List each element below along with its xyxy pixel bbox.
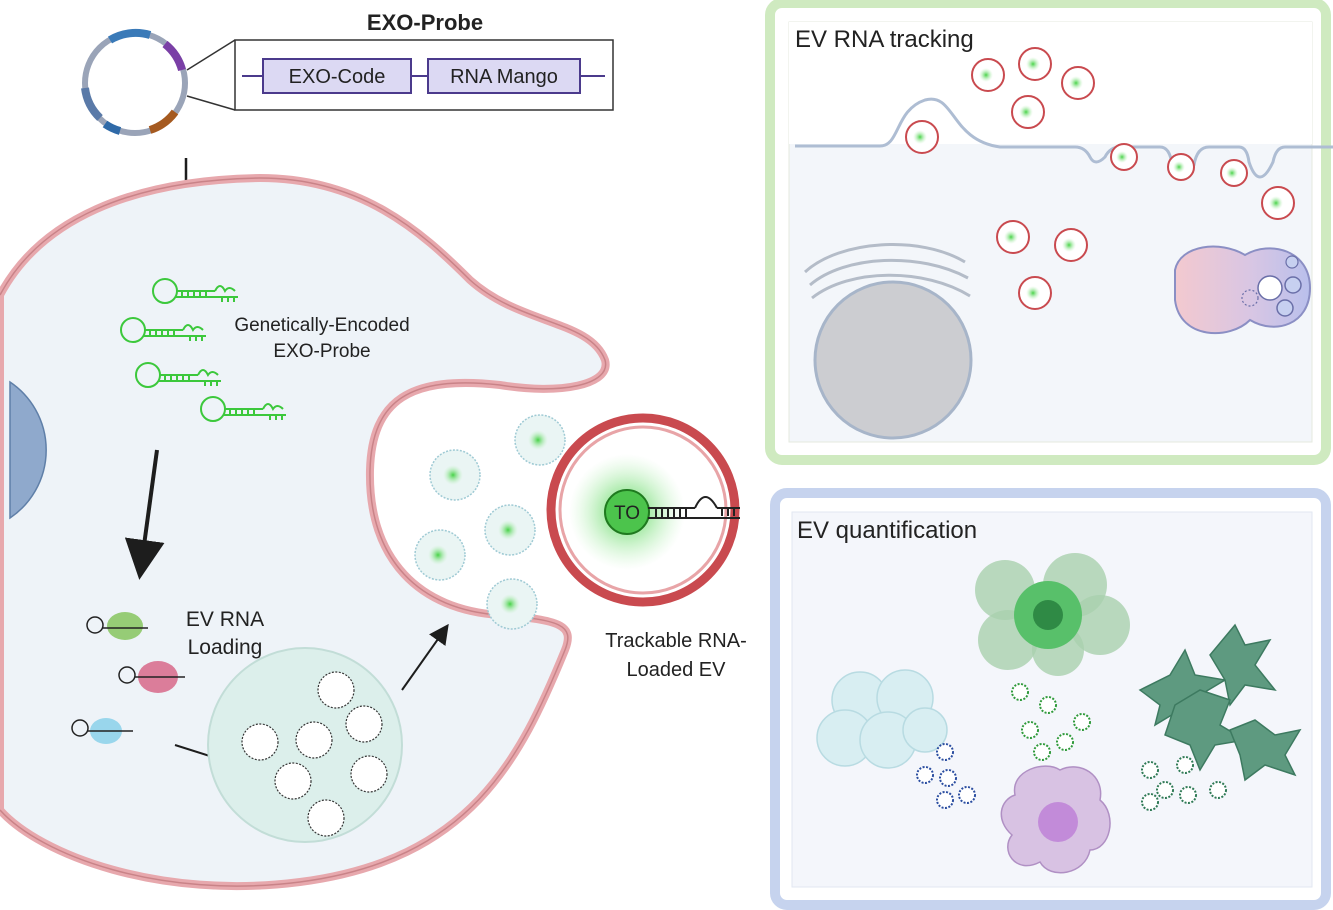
ev-cluster-green (1011, 683, 1091, 761)
ev-probe-rna (648, 496, 740, 519)
recipient-nucleus (813, 280, 973, 440)
to-label: TO (614, 503, 640, 524)
released-evs (414, 414, 566, 630)
ev-cluster-blue (916, 743, 976, 809)
rbp-green (86, 612, 148, 640)
rna-mango-label: RNA Mango (450, 66, 558, 88)
cell-type-purple-amoeboid (1000, 765, 1111, 874)
recipient-membrane (795, 97, 1333, 179)
arrow-to-release (401, 623, 449, 691)
exo-probe-rna-cluster (120, 278, 286, 422)
probe-rna-3 (135, 362, 221, 388)
trackable-ev: TO (546, 413, 740, 607)
nucleus (9, 380, 47, 520)
producer-cell: Genetically-Encoded EXO-Probe EV RNA Loa… (0, 173, 610, 891)
panel-ev-quantification: EV quantification (770, 488, 1331, 910)
cell-type-green-colony (975, 553, 1130, 676)
multivesicular-body (207, 647, 403, 843)
trackable-ev-label-line1: Trackable RNA- (605, 630, 747, 652)
ev-cluster-dark-green (1141, 756, 1227, 811)
cell-membrane-outline (0, 177, 607, 887)
rbp-pink (118, 661, 185, 693)
plasmid-diagram (81, 28, 236, 136)
zoom-line-top (186, 39, 236, 71)
panel-ev-rna-tracking: EV RNA tracking (765, 0, 1333, 465)
plasmid-segment-brown (148, 109, 179, 134)
exo-code-label: EXO-Code (289, 66, 386, 88)
rbp-blue (71, 718, 133, 744)
plasmid-segment-navy (102, 120, 122, 135)
rna-mango-segment (427, 58, 581, 94)
plasmid-segment-slate (81, 87, 103, 121)
trackable-ev-label-line2: Loaded EV (627, 659, 727, 681)
cell-type-dark-green-spiky (1138, 623, 1302, 782)
probe-label-line1: Genetically-Encoded (234, 315, 409, 336)
endosome-lysosome (1174, 245, 1312, 334)
exo-probe-title: EXO-Probe (367, 10, 483, 35)
tracking-panel-title: EV RNA tracking (795, 26, 974, 53)
exo-code-segment (262, 58, 412, 94)
golgi-apparatus (803, 243, 971, 300)
loading-label-line2: Loading (188, 636, 263, 659)
quantification-panel-title: EV quantification (797, 517, 977, 544)
plasmid-segment-purple (162, 40, 186, 72)
exo-probe-construct: EXO-Probe EXO-Code RNA Mango (234, 10, 614, 111)
plasmid-segment-blue (107, 28, 152, 44)
probe-rna-1 (152, 278, 238, 304)
cell-type-teal-cluster (816, 669, 948, 769)
loading-label-line1: EV RNA (186, 608, 264, 631)
probe-rna-2 (120, 317, 206, 343)
arrow-to-loading (124, 449, 165, 580)
probe-rna-4 (200, 396, 286, 422)
probe-label-line2: EXO-Probe (273, 341, 370, 362)
thiazole-orange (604, 489, 650, 535)
tracking-ev-signals (913, 57, 1283, 300)
zoom-line-bottom (186, 95, 236, 111)
